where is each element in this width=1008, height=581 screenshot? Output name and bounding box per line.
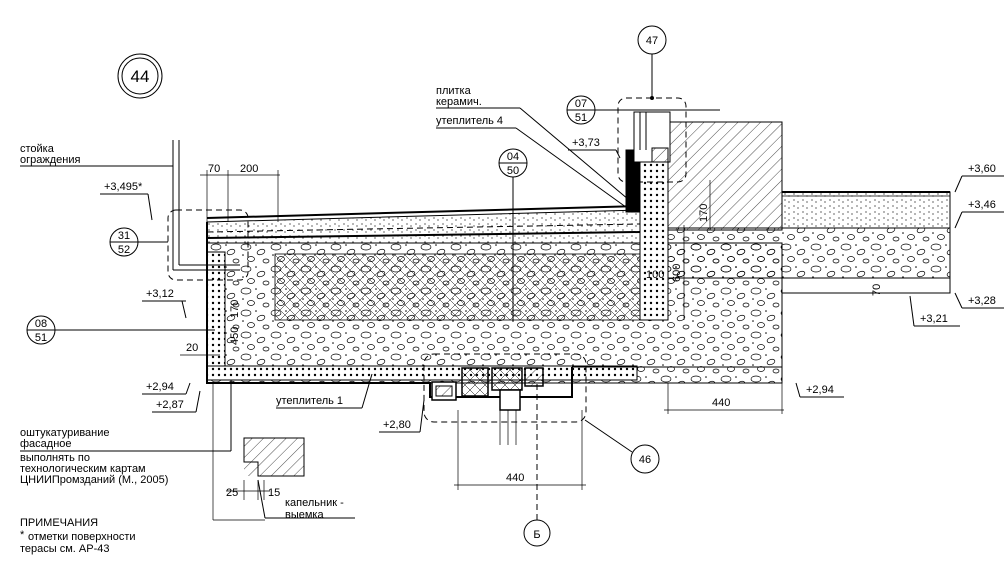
dim-70-right: 70 (871, 284, 883, 296)
ref-04-50: 04 50 (498, 148, 528, 320)
callout-46: 46 (584, 419, 660, 474)
elev-294-right: +2,94 (806, 384, 834, 396)
railing-post (172, 140, 240, 271)
slab-structure (206, 111, 951, 445)
drip-detail: 25 15 (226, 437, 305, 500)
label-osht-4: технологическим картам (20, 463, 146, 475)
elev-346: +3,46 (968, 199, 996, 211)
dim-170-right: 170 (698, 204, 710, 222)
dim-440-bottom: 440 (506, 472, 524, 484)
ref-07-51-bottom: 51 (575, 112, 587, 124)
dim-100: 100 (646, 269, 664, 281)
label-uteplitel-1: утеплитель 1 (276, 395, 343, 407)
elev-373: +3,73 (572, 137, 600, 149)
elev-3495: +3,495* (104, 181, 143, 193)
label-kap-2: выемка (285, 509, 324, 521)
dim-15: 15 (268, 487, 280, 499)
label-osht-3: выполнять по (20, 452, 90, 464)
dim-600: 600 (671, 264, 683, 282)
leader-labels: стойка ограждения плитка керамич. утепли… (20, 85, 636, 555)
elev-294-left: +2,94 (146, 381, 174, 393)
dim-440-right: 440 (712, 397, 730, 409)
label-stoika-2: ограждения (20, 154, 80, 166)
elev-312: +3,12 (146, 288, 174, 300)
dimension-lines: 70 200 20 170 450 100 600 170 70 440 440 (180, 163, 883, 521)
label-plitka-2: керамич. (436, 96, 482, 108)
dim-200: 200 (240, 163, 258, 175)
ref-04-50-top: 04 (507, 151, 519, 163)
label-osht-5: ЦНИИПромзданий (М., 2005) (20, 474, 168, 486)
elev-287: +2,87 (156, 399, 184, 411)
dim-450: 450 (229, 327, 241, 345)
dim-20: 20 (186, 342, 198, 354)
elev-360: +3,60 (968, 163, 996, 175)
ref-08-51-bottom: 51 (35, 332, 47, 344)
detail-number-marker: 44 (117, 53, 163, 99)
note-title: ПРИМЕЧАНИЯ (20, 517, 98, 529)
detail-number: 44 (131, 67, 150, 86)
ref-07-51-top: 07 (575, 98, 587, 110)
ref-07-51: 07 51 (566, 95, 720, 125)
note-line-1: отметки поверхности (28, 531, 136, 543)
dim-170-left: 170 (229, 300, 241, 318)
ref-04-50-bottom: 50 (507, 165, 519, 177)
callout-47-label: 47 (646, 35, 658, 47)
label-osht-1: оштукатуривание (20, 427, 110, 439)
ref-08-51-top: 08 (35, 318, 47, 330)
label-uteplitel-4: утеплитель 4 (436, 115, 503, 127)
label-osht-2: фасадное (20, 438, 72, 450)
ref-31-52-top: 31 (118, 230, 130, 242)
label-kap-1: капельник - (285, 497, 344, 509)
dim-70-top: 70 (208, 163, 220, 175)
ref-08-51: 08 51 (26, 315, 215, 345)
callout-47: 47 (637, 25, 667, 100)
axis-b-marker: Б (523, 380, 551, 547)
ref-31-52: 31 52 (109, 227, 168, 257)
label-stoika-1: стойка (20, 143, 55, 155)
elevation-marks: +3,495* +3,12 +2,94 +2,87 +2,80 +3,73 +3… (100, 137, 1004, 433)
callout-46-label: 46 (639, 454, 651, 466)
label-plitka-1: плитка (436, 85, 472, 97)
dim-25: 25 (226, 487, 238, 499)
elev-280: +2,80 (383, 419, 411, 431)
elev-328: +3,28 (968, 295, 996, 307)
note-line-2: терасы см. АР-43 (20, 543, 109, 555)
axis-b-label: Б (533, 529, 540, 541)
elev-321: +3,21 (920, 313, 948, 325)
ref-31-52-bottom: 52 (118, 244, 130, 256)
note-star: * (20, 529, 25, 541)
